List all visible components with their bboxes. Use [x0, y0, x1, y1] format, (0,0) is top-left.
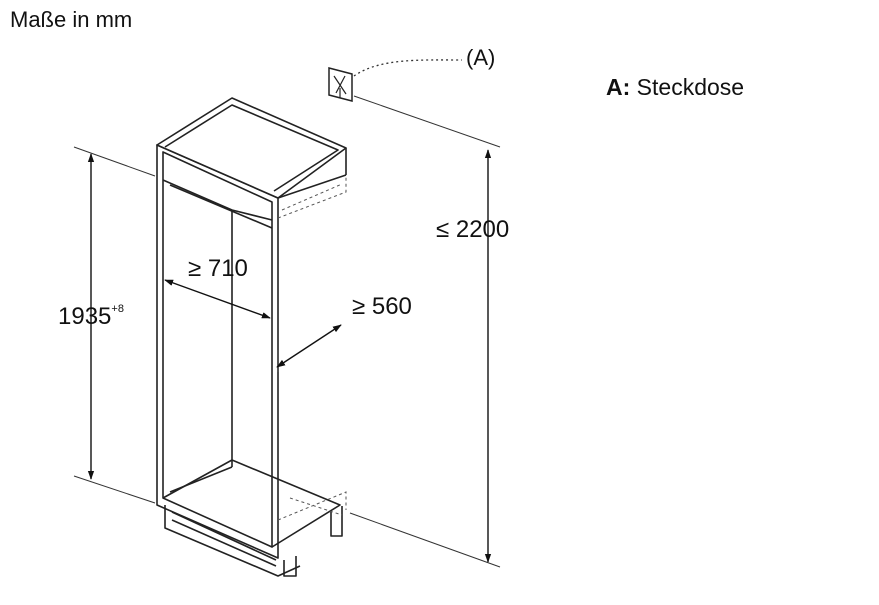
- max-height-label: ≤ 2200: [436, 216, 510, 243]
- dimension-line-width: [164, 279, 271, 319]
- legend-text: Steckdose: [636, 74, 745, 100]
- legend-entry: A: Steckdose: [606, 76, 744, 99]
- niche-height-value: 1935: [58, 303, 112, 330]
- socket-icon: [328, 67, 353, 102]
- niche-height-tolerance: +8: [111, 303, 124, 315]
- min-depth-label: ≥ 560: [352, 293, 412, 320]
- plinth: [164, 505, 301, 577]
- min-width-label: ≥ 710: [188, 255, 248, 282]
- niche-height-label: 1935+8: [58, 303, 124, 330]
- page-title: Maße in mm: [10, 7, 133, 32]
- foot-front: [283, 556, 297, 577]
- legend-key: A:: [606, 74, 631, 100]
- callout-label: (A): [466, 45, 496, 70]
- cabinet-floor: [162, 459, 341, 548]
- foot-back: [330, 506, 343, 537]
- back-outline-bottom: [277, 491, 347, 521]
- back-outline-top: [277, 175, 347, 219]
- dimension-line-depth: [276, 324, 342, 368]
- cabinet-front-outer: [156, 144, 279, 559]
- callout-leader: [353, 59, 463, 77]
